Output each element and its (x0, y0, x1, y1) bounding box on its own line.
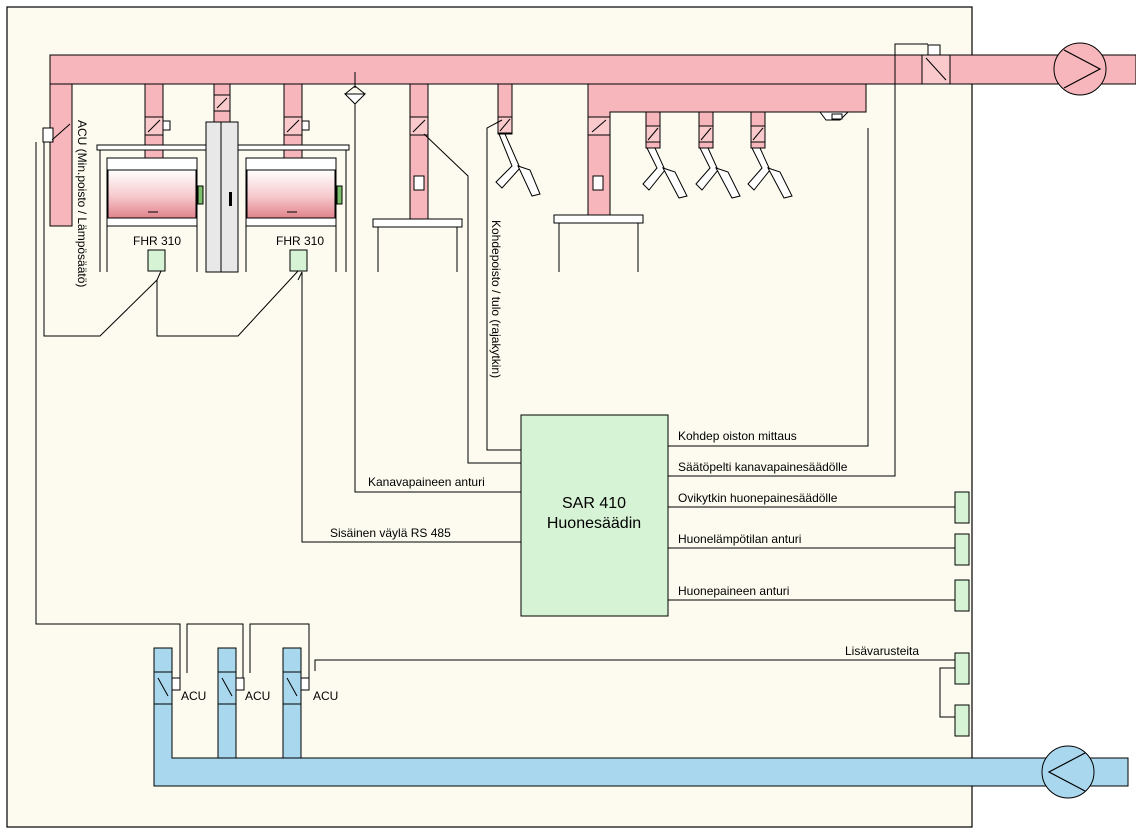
damper-icon (587, 116, 611, 136)
accessory-box (954, 704, 970, 737)
damper-icon (645, 125, 661, 143)
damper-icon (921, 44, 951, 85)
extraction-arm-icon (747, 147, 793, 199)
room-pressure-sensor-box (954, 579, 970, 612)
extraction-arm-icon (495, 133, 541, 197)
damper-icon (750, 125, 766, 143)
exhaust-fan-icon (1053, 42, 1107, 96)
label-saatopelti: Säätöpelti kanavapainesäädölle (678, 460, 848, 474)
label-acu-vertical: ACU (Min.poisto / Lämpösäätö) (75, 120, 89, 287)
label-kohdepoiston-mittaus: Kohdep oiston mittaus (678, 429, 797, 443)
label-lisavarusteita: Lisävarusteita (845, 644, 919, 658)
sar410-controller (520, 414, 669, 617)
damper-icon (497, 116, 513, 134)
fume-hood-right (245, 157, 343, 272)
work-table-right (553, 175, 644, 272)
fhr-right-label: FHR 310 (276, 234, 324, 248)
label-acu-2: ACU (245, 689, 270, 703)
supply-fan-icon (1041, 745, 1095, 799)
work-table-left (372, 175, 463, 272)
label-huonelampotila: Huonelämpötilan anturi (678, 532, 801, 546)
damper-icon (42, 123, 71, 143)
flow-sensor-icon (819, 111, 850, 121)
damper-icon (409, 116, 429, 136)
duct-pressure-sensor-icon (343, 72, 367, 105)
damper-icon (698, 125, 714, 143)
label-acu-3: ACU (313, 689, 338, 703)
controller-subtitle: Huonesäädin (547, 515, 641, 532)
fhr-controller-right (289, 249, 308, 272)
damper-icon (153, 671, 181, 705)
label-vayla: Sisäinen väylä RS 485 (330, 526, 451, 540)
label-kohdepoisto-vertical: Kohdepoisto / tulo (rajakytkin) (489, 220, 503, 378)
extraction-arm-icon (642, 147, 688, 199)
exhaust-dampers (42, 44, 951, 143)
room-temp-sensor-box (954, 533, 970, 566)
label-ovikytkin: Ovikytkin huonepainesäädölle (678, 491, 838, 505)
label-acu-1: ACU (181, 689, 206, 703)
damper-icon (283, 116, 310, 136)
label-kanavapaine: Kanavapaineen anturi (368, 475, 485, 489)
damper-icon (213, 94, 231, 112)
supply-dampers (153, 671, 310, 705)
wiring (35, 43, 955, 718)
fhr-controller-left (147, 249, 166, 272)
damper-icon (217, 671, 245, 705)
damper-icon (282, 671, 310, 705)
label-huonepaine: Huonepaineen anturi (678, 584, 789, 598)
accessory-box (954, 652, 970, 685)
fhr-left-label: FHR 310 (133, 234, 181, 248)
extraction-arm-icon (695, 147, 741, 199)
damper-icon (144, 116, 171, 136)
door-switch-box (954, 491, 970, 524)
controller-title: SAR 410 (562, 495, 626, 512)
safety-cabinet (205, 121, 239, 273)
